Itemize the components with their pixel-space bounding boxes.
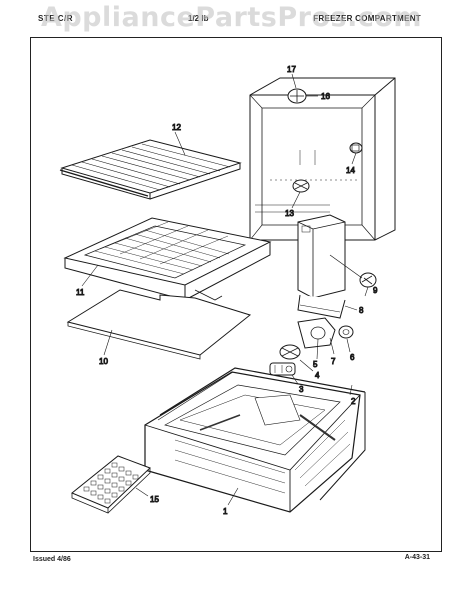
callout-6: 6 xyxy=(350,353,355,362)
leader-lines xyxy=(81,73,369,506)
callout-16: 16 xyxy=(321,92,330,101)
diagram-frame xyxy=(30,37,442,552)
callout-11: 11 xyxy=(76,288,85,297)
callout-4: 4 xyxy=(315,371,320,380)
header-left: STE C/R xyxy=(38,14,74,23)
callout-13: 13 xyxy=(285,209,294,218)
callout-2: 2 xyxy=(351,397,356,406)
page-code: A-43-31 xyxy=(404,554,430,561)
freezer-liner xyxy=(249,77,396,241)
header-title: FREEZER COMPARTMENT xyxy=(313,14,421,23)
flat-panel xyxy=(66,289,252,360)
callout-3: 3 xyxy=(299,385,304,394)
wire-shelf xyxy=(59,139,242,200)
callout-9: 9 xyxy=(373,286,378,295)
callout-1: 1 xyxy=(223,507,228,516)
callout-15: 15 xyxy=(150,495,159,504)
callout-12: 12 xyxy=(172,123,181,132)
duct-assembly xyxy=(297,214,377,319)
callout-5: 5 xyxy=(313,360,318,369)
callout-8: 8 xyxy=(359,306,364,315)
ice-tray xyxy=(71,455,151,514)
callout-10: 10 xyxy=(99,357,108,366)
issued-date: Issued 4/86 xyxy=(33,556,71,563)
grid-shelf xyxy=(63,217,272,301)
freezer-base-pan xyxy=(144,367,366,513)
callout-14: 14 xyxy=(346,166,355,175)
fan-motor-parts xyxy=(269,317,354,376)
header-middle: 1/2 lb xyxy=(188,14,209,23)
callout-7: 7 xyxy=(331,357,336,366)
callout-17: 17 xyxy=(287,65,296,74)
watermark: AppliancePartsPros.com xyxy=(40,2,423,33)
